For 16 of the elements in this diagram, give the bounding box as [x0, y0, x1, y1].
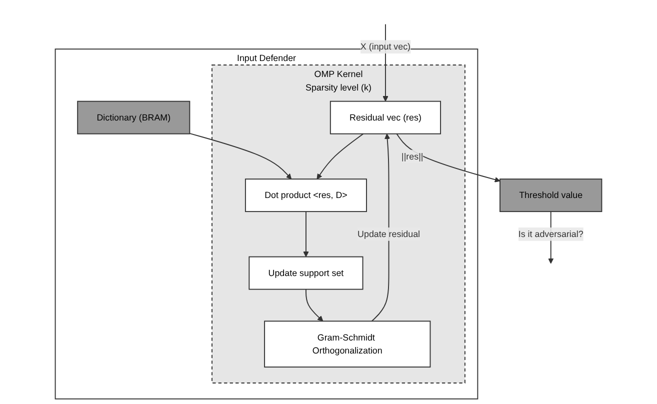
edge-label: Update residual	[358, 228, 420, 239]
arrow	[306, 288, 324, 322]
arrow	[371, 134, 390, 322]
node-box: Dictionary (BRAM)	[77, 100, 190, 134]
arrow	[189, 132, 292, 180]
node-box: Residual vec (res)	[330, 100, 442, 134]
arrow	[303, 211, 309, 258]
node-box: Update support set	[248, 256, 364, 290]
node-box: Dot product <res, D>	[244, 178, 367, 212]
arrow	[316, 133, 364, 180]
node-box: Threshold value	[500, 178, 602, 212]
node-box: Gram-Schmidt Orthogonalization	[264, 320, 431, 368]
edge-label: Is it adversarial?	[518, 228, 584, 239]
edge-label: ||res||	[402, 151, 424, 162]
edge-label: X (input vec)	[360, 41, 411, 52]
arrow	[396, 133, 500, 182]
